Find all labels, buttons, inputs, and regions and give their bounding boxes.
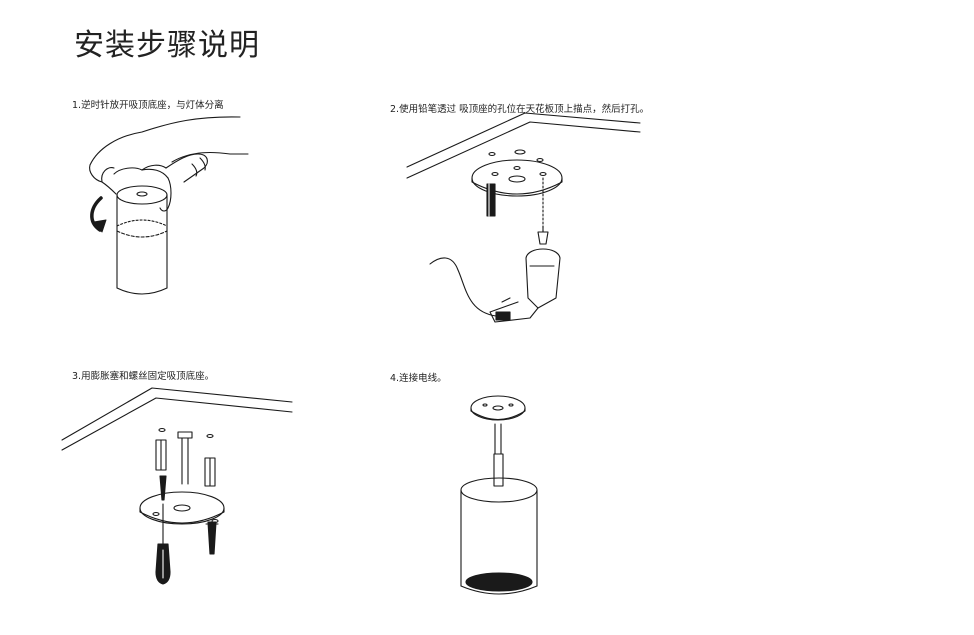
step-2-caption: 2.使用铅笔透过 吸顶座的孔位在天花板顶上描点，然后打孔。: [390, 104, 650, 115]
screwdriver-anchor-icon: [60, 384, 300, 604]
step-4-caption: 4.连接电线。: [390, 373, 447, 384]
step-1-caption: 1.逆时针放开吸顶底座，与灯体分离: [72, 100, 224, 111]
pendant-lamp-wire-icon: [455, 392, 555, 607]
step-3-caption: 3.用膨胀塞和螺丝固定吸顶底座。: [72, 371, 215, 382]
page-title: 安装步骤说明: [74, 28, 260, 63]
hand-rotating-lamp-icon: [80, 108, 280, 303]
drill-ceiling-icon: [400, 112, 640, 327]
